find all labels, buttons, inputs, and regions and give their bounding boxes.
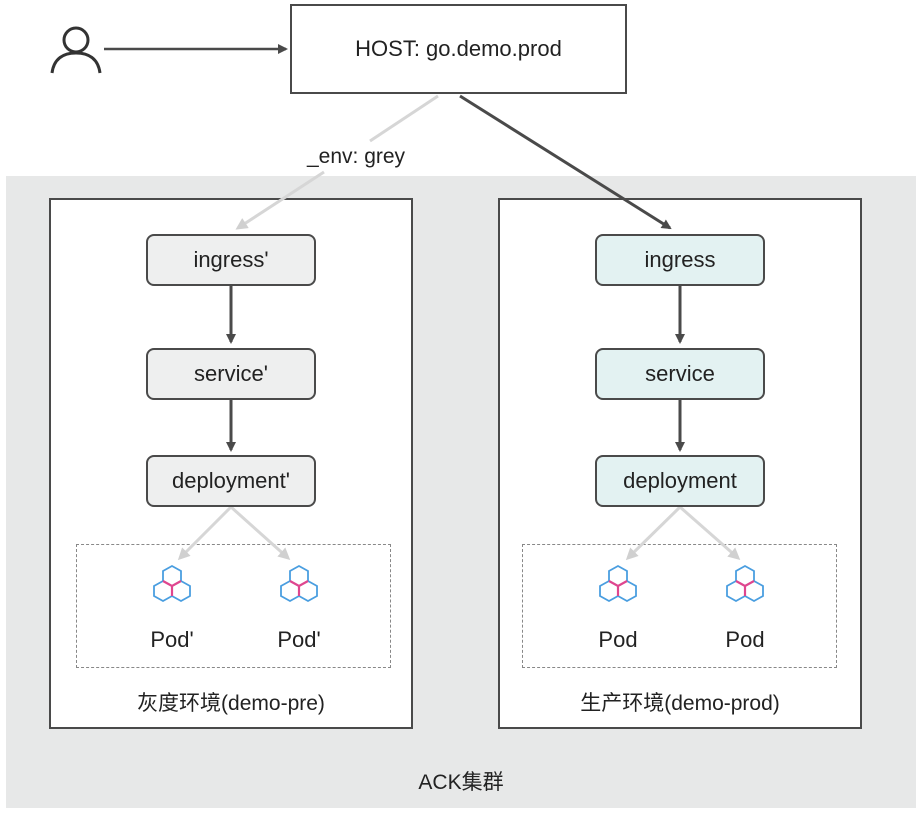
prod-ingress-node: ingress xyxy=(595,234,765,286)
host-to-ingress-arrow xyxy=(459,94,672,230)
grey-deployment-label: deployment' xyxy=(172,468,290,493)
grey-deployment-to-pod1-arrow xyxy=(177,505,233,561)
grey-ingress-label: ingress' xyxy=(193,247,269,272)
grey-pod-label: Pod' xyxy=(277,627,321,652)
prod-pod-group xyxy=(522,544,837,668)
host-to-ingress-grey-arrow-top xyxy=(369,94,439,143)
grey-env-title: 灰度环境(demo-pre) xyxy=(137,692,325,715)
cluster-label: ACK集群 xyxy=(418,771,504,794)
prod-env-title: 生产环境(demo-prod) xyxy=(580,692,780,715)
prod-ingress-label: ingress xyxy=(644,247,716,272)
user-icon xyxy=(50,26,102,74)
pod-hexagon-icon xyxy=(153,564,191,603)
prod-service-label: service xyxy=(645,361,715,386)
host-to-ingress-grey-arrow-bottom xyxy=(235,170,325,230)
grey-ingress-node: ingress' xyxy=(146,234,316,286)
grey-deployment-to-pod2-arrow xyxy=(229,505,291,561)
prod-service-node: service xyxy=(595,348,765,400)
grey-service-label: service' xyxy=(194,361,268,386)
pod-hexagon-icon xyxy=(599,564,637,603)
pod-hexagon-icon xyxy=(726,564,764,603)
prod-deployment-to-pod2-arrow xyxy=(679,505,741,560)
prod-pod-label: Pod xyxy=(725,627,765,652)
grey-service-node: service' xyxy=(146,348,316,400)
host-label: HOST: go.demo.prod xyxy=(355,36,562,61)
grey-deployment-node: deployment' xyxy=(146,455,316,507)
prod-deployment-node: deployment xyxy=(595,455,765,507)
grey-pod-group xyxy=(76,544,391,668)
pod-hexagon-icon xyxy=(280,564,318,603)
host-node: HOST: go.demo.prod xyxy=(290,4,627,94)
prod-deployment-label: deployment xyxy=(623,468,737,493)
grey-pod-label: Pod' xyxy=(150,627,194,652)
prod-pod-label: Pod xyxy=(598,627,638,652)
route-condition-label: _env: grey xyxy=(307,145,406,168)
prod-deployment-to-pod1-arrow xyxy=(625,505,682,561)
